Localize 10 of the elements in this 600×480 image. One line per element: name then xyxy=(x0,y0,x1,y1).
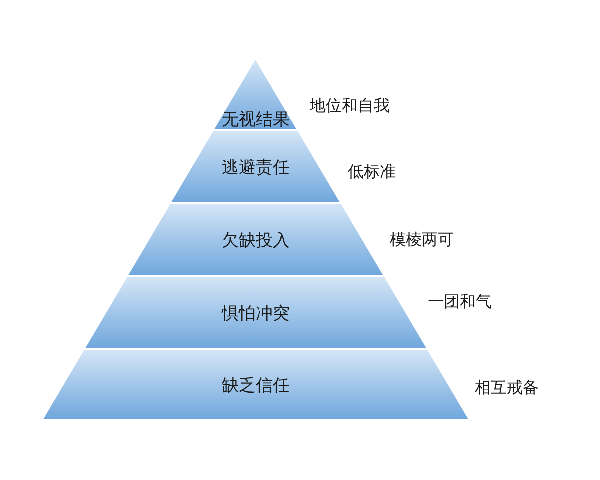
side-label: 一团和气 xyxy=(428,292,492,313)
side-label: 低标准 xyxy=(348,162,396,183)
layer-label: 缺乏信任 xyxy=(222,375,290,397)
side-label: 模棱两可 xyxy=(390,230,454,251)
layer-label: 逃避责任 xyxy=(222,157,290,179)
layer-label: 无视结果 xyxy=(222,109,290,131)
layer-label: 欠缺投入 xyxy=(222,230,290,252)
layer-label: 惧怕冲突 xyxy=(222,303,290,325)
side-label: 地位和自我 xyxy=(310,96,390,117)
side-label: 相互戒备 xyxy=(475,378,539,399)
